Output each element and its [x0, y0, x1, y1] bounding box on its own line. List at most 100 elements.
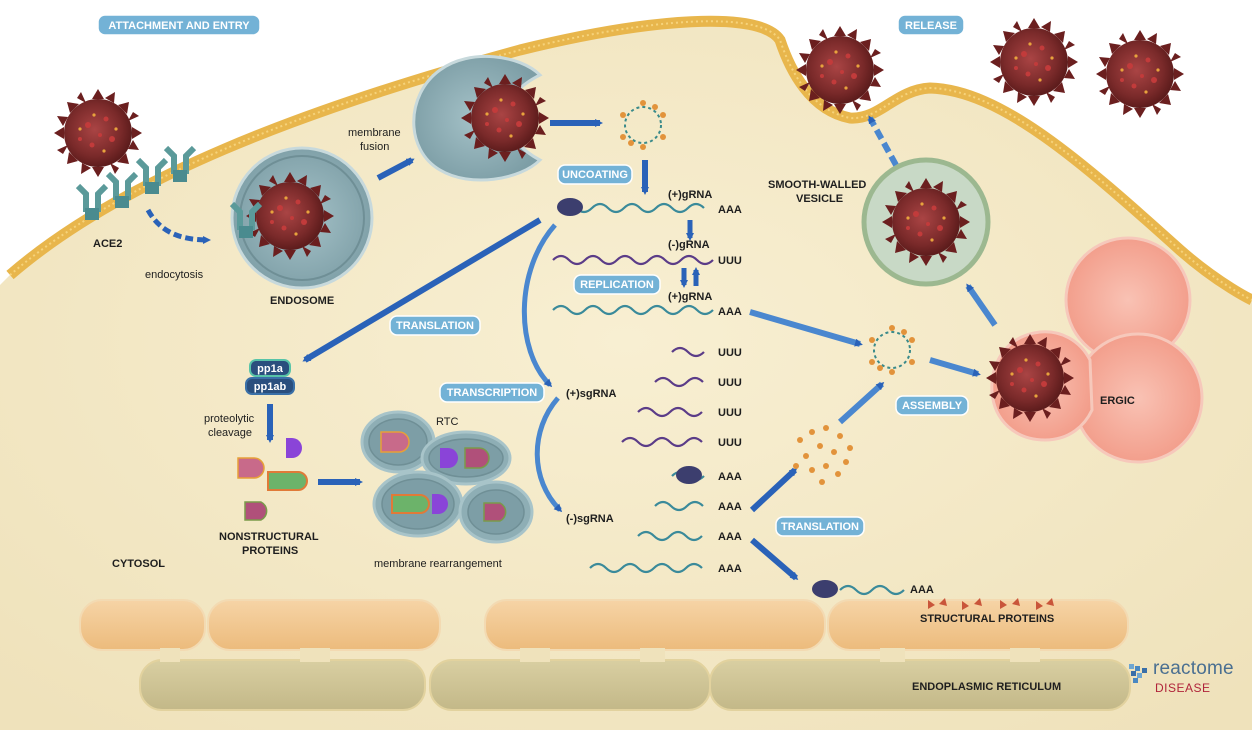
cytosol-label: CYTOSOL: [112, 558, 165, 570]
nonstructural-label-1: NONSTRUCTURAL: [219, 531, 319, 543]
aaa-label: AAA: [910, 584, 934, 596]
pp1ab-label: pp1ab: [254, 381, 287, 393]
structural-protein-fragments: [928, 598, 1054, 610]
endosome-virion: [246, 172, 334, 260]
membrane-fusion-label-2: fusion: [360, 141, 389, 153]
protein-to-assembly-arrow: [749, 467, 798, 513]
endosome-label: ENDOSOME: [270, 295, 334, 307]
reactome-disease-logo: reactome DISEASE: [1128, 658, 1243, 696]
plus-grna-strand-2: [552, 304, 714, 316]
vesicle-virion: [882, 178, 970, 266]
logo-brand: reactome: [1153, 658, 1234, 679]
assembly-arrow-up: [837, 381, 885, 425]
transcription-arrow: [521, 223, 557, 388]
step-translation-2: TRANSLATION: [775, 516, 865, 537]
sgrna-plus-3: [637, 530, 703, 542]
uuu-label: UUU: [718, 407, 742, 419]
sgrna-minus-3: [637, 406, 703, 418]
membrane-texture: [9, 20, 1252, 301]
translation-arrow-2: [750, 537, 799, 581]
proteolytic-label-2: cleavage: [208, 427, 252, 439]
rtc-label: RTC: [436, 416, 458, 428]
endocytosis-arrow: [145, 208, 211, 244]
ace2-label: ACE2: [93, 238, 122, 250]
membrane-fusion-label-1: membrane: [348, 127, 401, 139]
attaching-virion: [54, 89, 142, 177]
transcription-arrow-2: [534, 396, 563, 513]
released-virion: [796, 26, 884, 114]
to-ergic-arrow: [929, 357, 981, 377]
section-attachment-entry: ATTACHMENT AND ENTRY: [97, 14, 261, 36]
fusion-arrow: [376, 157, 415, 181]
assembling-nucleocapsid: [869, 325, 915, 375]
aaa-label: AAA: [718, 563, 742, 575]
step-transcription: TRANSCRIPTION: [439, 382, 545, 403]
plus-sgrna-label: (+)sgRNA: [566, 388, 616, 400]
uuu-label: UUU: [718, 255, 742, 267]
nucleocapsid: [620, 100, 666, 150]
rtc-vesicles: [360, 410, 534, 544]
ribosome: [812, 580, 838, 598]
vesicle-label-2: VESICLE: [796, 193, 843, 205]
fusing-virion: [461, 74, 549, 162]
translated-rna-strand: [839, 584, 905, 596]
attachment-entry-label: ATTACHMENT AND ENTRY: [108, 20, 250, 32]
aaa-label: AAA: [718, 204, 742, 216]
sgrna-minus-1: [671, 346, 705, 358]
pp1ab-polyprotein: pp1ab: [245, 377, 295, 395]
endoplasmic-reticulum: [79, 599, 1131, 711]
uncoating-label: UNCOATING: [562, 169, 628, 181]
aaa-label: AAA: [718, 531, 742, 543]
exocytosis-arrow: [867, 115, 899, 167]
step-uncoating: UNCOATING: [557, 164, 633, 185]
released-virion: [990, 18, 1078, 106]
vesicle-label-1: SMOOTH-WALLED: [768, 179, 866, 191]
step-replication: REPLICATION: [573, 274, 661, 295]
sgrna-minus-2: [654, 376, 704, 388]
release-label: RELEASE: [905, 20, 957, 32]
sgrna-minus-4: [621, 436, 703, 448]
membrane-rearrangement-label: membrane rearrangement: [374, 558, 502, 570]
structural-proteins-label: STRUCTURAL PROTEINS: [920, 613, 1054, 625]
ribosome: [557, 198, 583, 216]
translation-label: TRANSLATION: [396, 320, 474, 332]
budding-virion: [986, 334, 1074, 422]
uuu-label: UUU: [718, 377, 742, 389]
uuu-label: UUU: [718, 347, 742, 359]
reactome-logo-icon: [1129, 664, 1147, 683]
nucleocapsid-proteins: [793, 425, 853, 485]
ergic-label: ERGIC: [1100, 395, 1135, 407]
aaa-label: AAA: [718, 471, 742, 483]
pp1a-polyprotein: pp1a: [249, 359, 291, 377]
aaa-label: AAA: [718, 501, 742, 513]
plus-grna-label-2: (+)gRNA: [668, 291, 712, 303]
rna-strands: [552, 202, 905, 596]
minus-sgrna-label: (-)sgRNA: [566, 513, 614, 525]
minus-grna-strand: [552, 254, 714, 266]
aaa-label: AAA: [718, 306, 742, 318]
translation-label-2: TRANSLATION: [781, 521, 859, 533]
section-release: RELEASE: [897, 14, 965, 36]
plus-grna-strand: [559, 202, 705, 214]
sgrna-plus-4: [589, 562, 703, 574]
translation-arrow: [302, 217, 542, 363]
proteolytic-label-1: proteolytic: [204, 413, 255, 425]
er-label: ENDOPLASMIC RETICULUM: [912, 681, 1061, 693]
logo-sub: DISEASE: [1155, 681, 1211, 695]
to-vesicle-arrow: [965, 283, 998, 327]
step-assembly: ASSEMBLY: [895, 395, 969, 416]
step-translation-1: TRANSLATION: [389, 315, 481, 336]
endocytosis-label: endocytosis: [145, 269, 204, 281]
minus-grna-label: (-)gRNA: [668, 239, 710, 251]
ribosome: [676, 466, 702, 484]
sgrna-plus-2: [654, 500, 704, 512]
nonstructural-proteins: [237, 438, 308, 521]
assembly-label: ASSEMBLY: [902, 400, 963, 412]
pp1a-label: pp1a: [257, 363, 284, 375]
nonstructural-label-2: PROTEINS: [242, 545, 298, 557]
released-virion: [1096, 30, 1184, 118]
plus-grna-label: (+)gRNA: [668, 189, 712, 201]
grna-to-assembly-arrow: [749, 309, 863, 347]
